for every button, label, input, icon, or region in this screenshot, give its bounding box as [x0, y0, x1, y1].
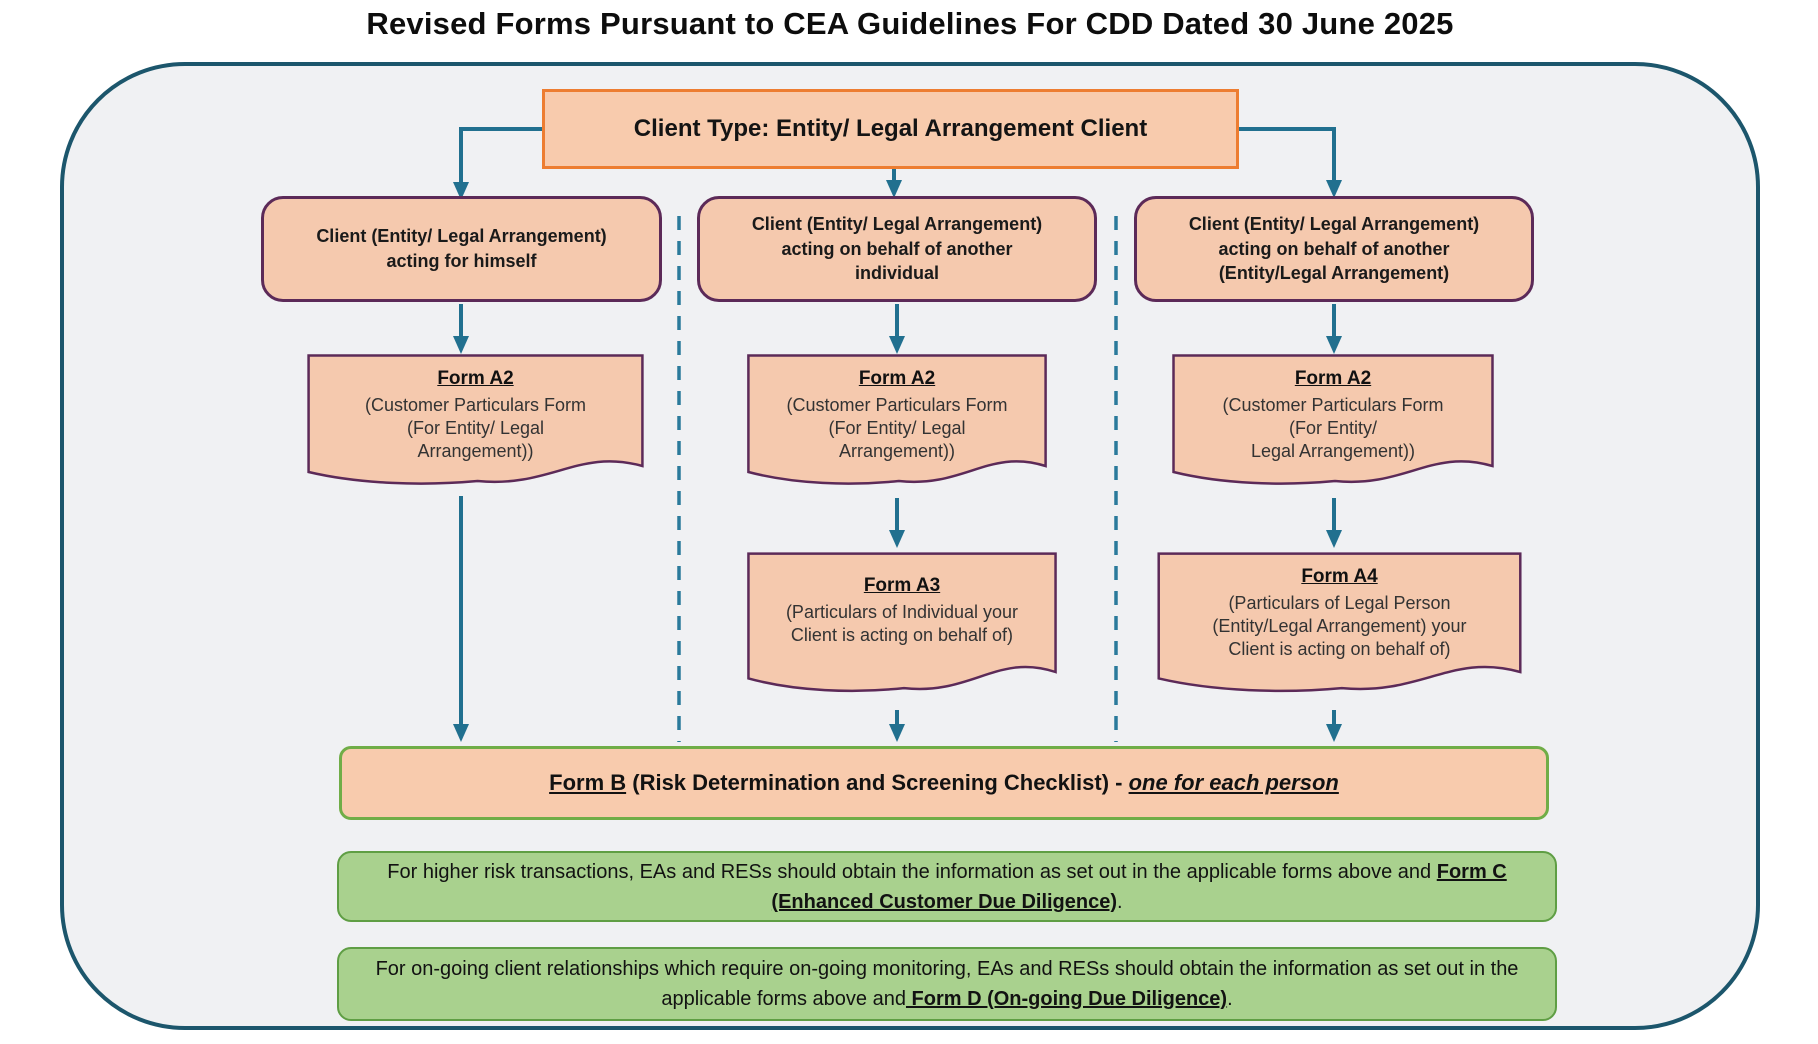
note-form-c: For higher risk transactions, EAs and RE… — [337, 851, 1557, 922]
connector-clienttype-to-right-branch — [1239, 127, 1342, 198]
branch-behalf-of-individual: Client (Entity/ Legal Arrangement) actin… — [697, 196, 1097, 302]
branch-acting-for-himself: Client (Entity/ Legal Arrangement) actin… — [261, 196, 662, 302]
client-type-label: Client Type: Entity/ Legal Arrangement C… — [633, 115, 1148, 142]
branch-line: (Entity/Legal Arrangement) — [1218, 263, 1450, 284]
flowchart-container: Client Type: Entity/ Legal Arrangement C… — [60, 62, 1760, 1030]
form-a2-middle-document: Form A2 (Customer Particulars Form (For … — [747, 354, 1047, 494]
form-a2-left-document: Form A2 (Customer Particulars Form (For … — [307, 354, 644, 494]
form-c-reference: Form C (Enhanced Customer Due Diligence) — [771, 860, 1507, 913]
form-a3-line: (Particulars of Individual your — [785, 601, 1019, 622]
form-b-description: (Risk Determination and Screening Checkl… — [626, 770, 1129, 795]
branch-line: Client (Entity/ Legal Arrangement) — [751, 213, 1043, 234]
note-form-d: For on-going client relationships which … — [337, 947, 1557, 1021]
form-a4-line: (Entity/Legal Arrangement) your — [1212, 616, 1467, 637]
branch-line: Client (Entity/ Legal Arrangement) — [1188, 213, 1480, 234]
form-a2-middle-line: (For Entity/ Legal — [828, 418, 966, 439]
form-b-title: Form B — [549, 770, 627, 795]
form-b-emphasis: one for each person — [1128, 770, 1339, 795]
branch-line: acting on behalf of another — [781, 238, 1013, 259]
connector-clienttype-to-left-branch — [453, 127, 542, 200]
form-a2-right-document: Form A2 (Customer Particulars Form (For … — [1172, 354, 1494, 494]
form-a2-middle-line: (Customer Particulars Form — [786, 394, 1008, 415]
form-a4-line: (Particulars of Legal Person — [1228, 592, 1451, 613]
form-b-box: Form B (Risk Determination and Screening… — [339, 746, 1549, 820]
form-a2-right-line: Legal Arrangement)) — [1250, 441, 1416, 462]
client-type-box: Client Type: Entity/ Legal Arrangement C… — [542, 89, 1239, 169]
form-a2-right-line: (For Entity/ — [1288, 418, 1377, 439]
form-a3-title: Form A3 — [863, 575, 941, 596]
form-a4-document: Form A4 (Particulars of Legal Person (En… — [1157, 552, 1522, 702]
document-shape — [747, 552, 1057, 702]
form-a2-middle-title: Form A2 — [858, 368, 936, 389]
form-a2-right-line: (Customer Particulars Form — [1222, 394, 1444, 415]
branch-line: individual — [854, 263, 939, 284]
document-shape — [747, 354, 1047, 494]
document-shape — [1157, 552, 1522, 702]
form-a3-document: Form A3 (Particulars of Individual your … — [747, 552, 1057, 702]
form-a4-line: Client is acting on behalf of) — [1228, 639, 1451, 660]
form-a4-title: Form A4 — [1301, 566, 1378, 587]
page-title: Revised Forms Pursuant to CEA Guidelines… — [366, 6, 1454, 41]
branch-line: Client (Entity/ Legal Arrangement) — [316, 226, 607, 247]
flowchart-connectors — [453, 127, 1342, 742]
form-a2-left-line: (Customer Particulars Form — [364, 394, 587, 415]
form-d-reference: Form D (On-going Due Diligence) — [905, 988, 1228, 1010]
form-a2-right-title: Form A2 — [1294, 368, 1372, 389]
branch-line: acting for himself — [386, 251, 537, 271]
note-form-d-text: For on-going client relationships which … — [375, 958, 1519, 1010]
note-form-c-text: For higher risk transactions, EAs and RE… — [387, 860, 1507, 913]
form-a3-line: Client is acting on behalf of) — [790, 625, 1014, 646]
document-shape — [307, 354, 644, 494]
form-a2-middle-line: Arrangement)) — [838, 441, 956, 462]
form-a2-left-line: (For Entity/ Legal — [406, 418, 545, 439]
branch-line: acting on behalf of another — [1218, 238, 1450, 259]
branch-behalf-of-entity: Client (Entity/ Legal Arrangement) actin… — [1134, 196, 1534, 302]
form-a2-left-line: Arrangement)) — [417, 441, 534, 462]
form-a2-left-title: Form A2 — [437, 368, 514, 389]
document-shape — [1172, 354, 1494, 494]
